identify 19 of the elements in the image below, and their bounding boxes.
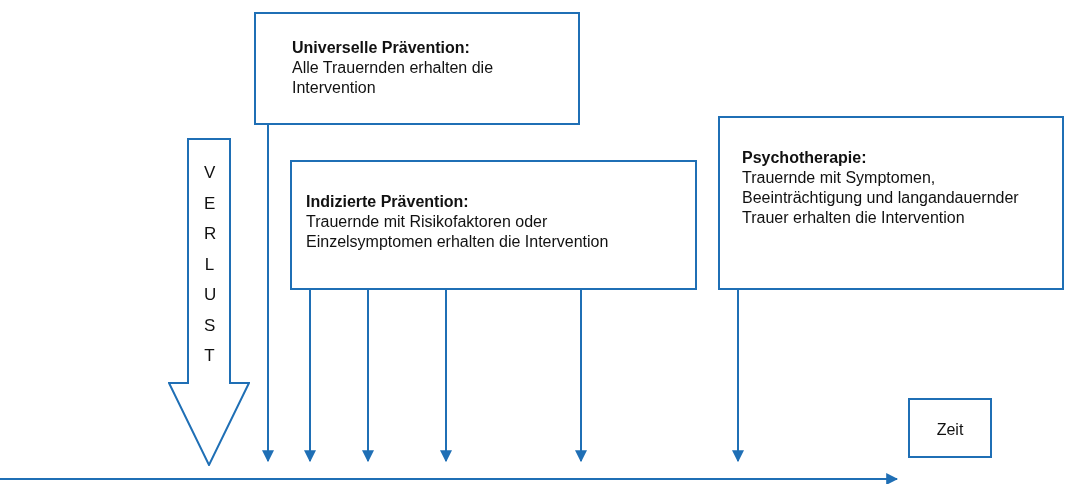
label: Zeit	[935, 420, 965, 440]
text-box	[290, 160, 697, 290]
body-text: Alle Trauernden erhalten die Intervention	[292, 58, 495, 98]
body-text: Trauernde mit Risikofaktoren oder Einzelsymptomen erhalten die Intervention	[306, 212, 610, 252]
heading: Indizierte Prävention:	[306, 192, 470, 212]
arrow	[575, 289, 587, 463]
arrow	[304, 289, 316, 463]
heading: Psychotherapie:	[742, 148, 868, 168]
vertical-label: VERLUST	[204, 162, 215, 367]
text-box	[718, 116, 1064, 290]
arrow	[732, 289, 744, 463]
loss-arrow	[168, 138, 250, 466]
arrow	[362, 289, 374, 463]
arrow	[440, 289, 452, 463]
body-text: Trauernde mit Symptomen, Beeinträchtigung und langandauernder Trauer erhalten die Intervention	[742, 168, 1020, 228]
arrow	[262, 124, 274, 463]
heading: Universelle Prävention:	[292, 38, 471, 58]
text-box	[254, 12, 580, 125]
text-box	[908, 398, 992, 458]
